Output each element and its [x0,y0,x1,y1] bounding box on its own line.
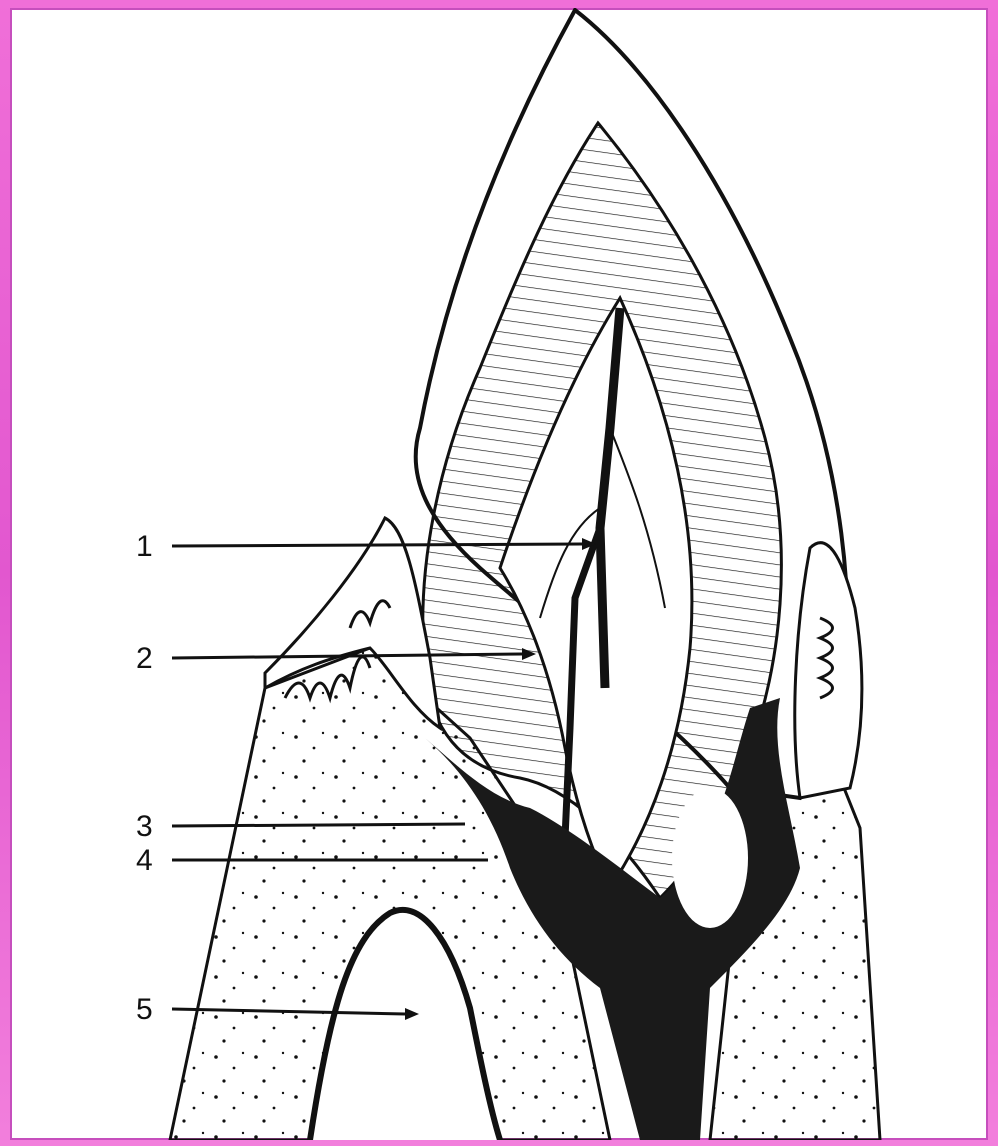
tooth-cross-section-diagram: 1 2 3 4 5 [10,8,988,1140]
label-2: 2 [136,642,153,675]
pointer-3 [172,824,465,826]
label-5: 5 [136,993,153,1026]
label-1: 1 [136,530,153,563]
label-3: 3 [136,810,153,843]
diagram-frame: 1 2 3 4 5 [10,8,988,1140]
label-numbers: 1 2 3 4 5 [136,530,153,1026]
label-4: 4 [136,844,153,877]
pointer-1 [172,544,582,546]
gingiva-right [795,543,862,798]
